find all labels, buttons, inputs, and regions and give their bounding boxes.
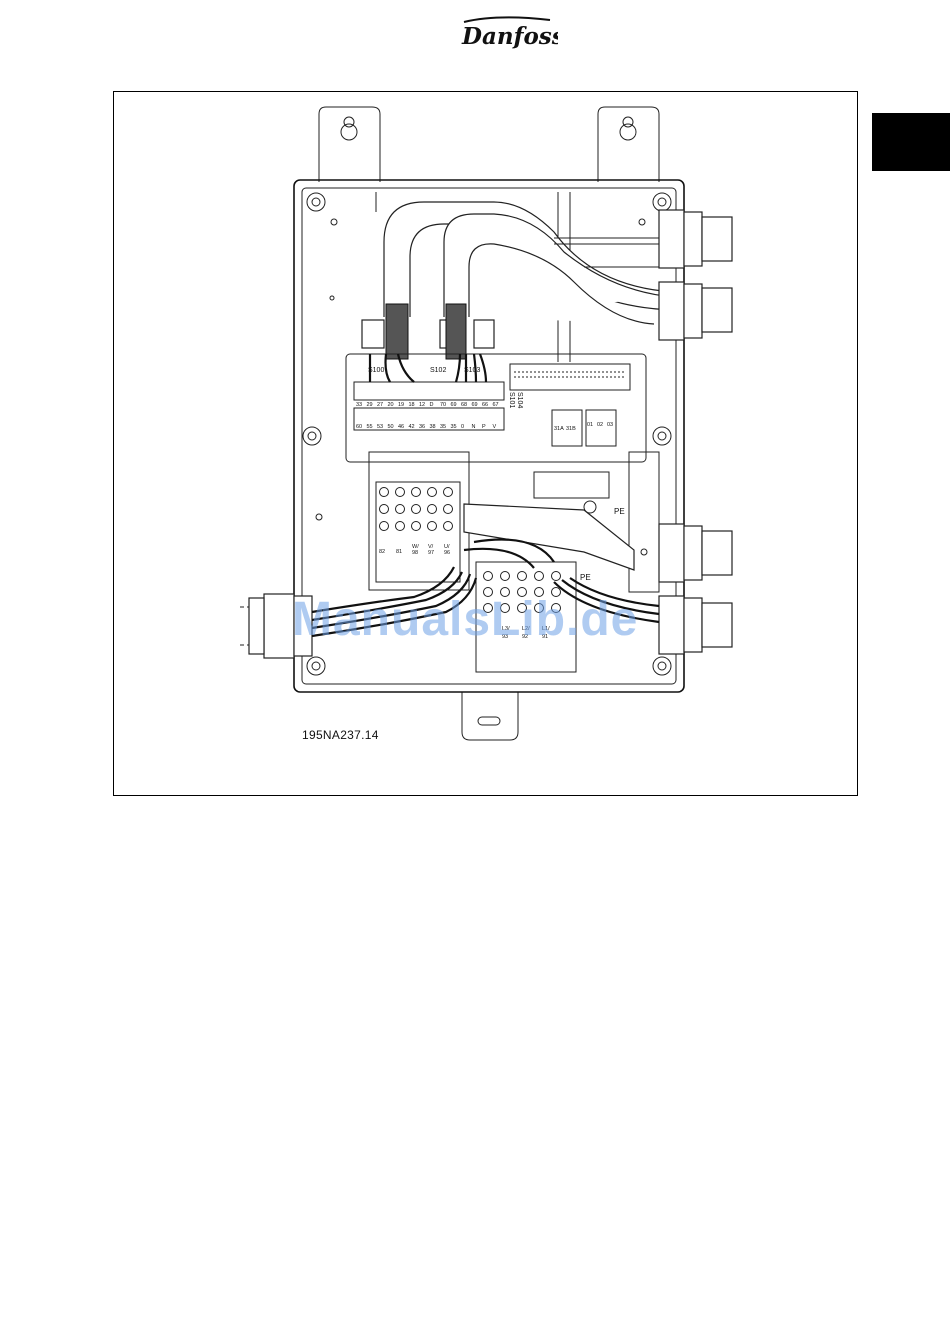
power-screw-2-4	[444, 522, 453, 531]
top-terminal-8: 70	[440, 402, 446, 408]
bottom-terminal-4: 46	[398, 424, 404, 430]
top-terminal-5: 18	[409, 402, 415, 408]
mains-screw-0-0	[484, 572, 493, 581]
term-98: 98	[412, 550, 418, 556]
power-screw-2-2	[412, 522, 421, 531]
mains-screw-0-4	[552, 572, 561, 581]
power-screw-0-1	[396, 488, 405, 497]
power-screw-1-2	[412, 505, 421, 514]
top-terminal-12: 66	[482, 402, 488, 408]
bottom-terminal-10: 0	[461, 424, 464, 430]
bottom-terminal-3: 50	[388, 424, 394, 430]
section-tab-marker	[872, 113, 950, 171]
top-terminal-4: 19	[398, 402, 404, 408]
relay-31a: 31A	[554, 426, 564, 432]
label-s102: S102	[430, 367, 446, 374]
mains-screw-0-3	[535, 572, 544, 581]
relay-31b: 31B	[566, 426, 576, 432]
bottom-terminal-2: 53	[377, 424, 383, 430]
power-screw-0-0	[380, 488, 389, 497]
connector-pins	[514, 372, 626, 377]
mains-screw-0-1	[501, 572, 510, 581]
top-terminal-11: 69	[472, 402, 478, 408]
top-terminal-9: 69	[451, 402, 457, 408]
power-screw-1-4	[444, 505, 453, 514]
top-terminal-7: D	[430, 402, 434, 408]
power-terminal-screws	[380, 488, 453, 531]
power-screw-1-3	[428, 505, 437, 514]
top-terminal-6: 12	[419, 402, 425, 408]
bottom-terminal-8: 35	[440, 424, 446, 430]
pe-label-lower: PE	[580, 573, 591, 582]
bottom-terminal-0: 60	[356, 424, 362, 430]
pe-label-upper: PE	[614, 507, 625, 516]
power-screw-2-3	[428, 522, 437, 531]
power-screw-0-2	[412, 488, 421, 497]
label-s104: S104	[516, 392, 523, 408]
power-screw-1-1	[396, 505, 405, 514]
bottom-terminal-9: 35	[451, 424, 457, 430]
mains-screw-0-2	[518, 572, 527, 581]
power-screw-0-3	[428, 488, 437, 497]
power-screw-2-0	[380, 522, 389, 531]
term-97: 97	[428, 550, 434, 556]
logo-text: Danfoss	[461, 23, 558, 50]
power-screw-2-1	[396, 522, 405, 531]
watermark: ManualsLib.de	[292, 592, 638, 647]
power-screw-0-4	[444, 488, 453, 497]
bottom-terminal-5: 42	[409, 424, 415, 430]
danfoss-logo: Danfoss	[458, 16, 558, 52]
figure-code: 195NA237.14	[302, 728, 379, 742]
bottom-terminal-7: 38	[430, 424, 436, 430]
top-terminal-labels: 33 29 27 20 19 18 12 D 70 69 68 69 66 67	[356, 402, 499, 408]
relay-03: 03	[607, 422, 613, 428]
top-terminal-0: 33	[356, 402, 362, 408]
bottom-terminal-6: 36	[419, 424, 425, 430]
bottom-terminal-13: V	[493, 424, 497, 430]
relay-02: 02	[597, 422, 603, 428]
power-screw-1-0	[380, 505, 389, 514]
term-96: 96	[444, 550, 450, 556]
bottom-terminal-1: 55	[367, 424, 373, 430]
top-terminal-10: 68	[461, 402, 467, 408]
term-81: 81	[396, 549, 402, 555]
term-82: 82	[379, 549, 385, 555]
top-terminal-1: 29	[367, 402, 373, 408]
top-terminal-13: 67	[493, 402, 499, 408]
label-s101: S101	[508, 392, 515, 408]
bottom-terminal-12: P	[482, 424, 486, 430]
top-terminal-2: 27	[377, 402, 383, 408]
relay-01: 01	[587, 422, 593, 428]
top-terminal-3: 20	[388, 402, 394, 408]
bottom-terminal-11: N	[472, 424, 476, 430]
